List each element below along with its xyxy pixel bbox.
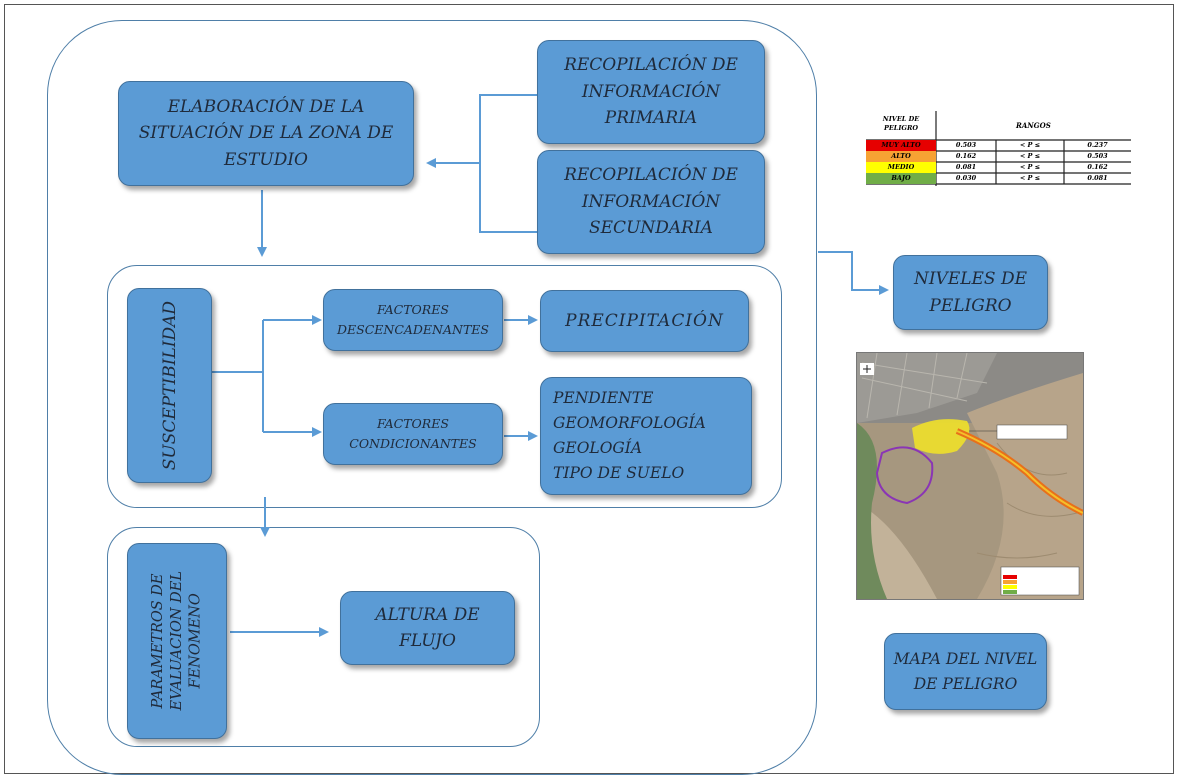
box-informacion-secundaria-label: RECOPILACIÓN DE INFORMACIÓN SECUNDARIA bbox=[564, 165, 738, 239]
box-factores-list: PENDIENTE GEOMORFOLOGÍA GEOLOGÍA TIPO DE… bbox=[540, 377, 752, 495]
legend-level-cell: MEDIO bbox=[866, 162, 936, 173]
parameters-group-outline bbox=[107, 527, 540, 747]
bracket-info bbox=[479, 94, 537, 233]
page-frame bbox=[4, 4, 1174, 774]
box-altura-flujo: ALTURA DE FLUJO bbox=[340, 591, 515, 665]
legend-high-cell: 0.081 bbox=[1087, 174, 1108, 182]
legend-level-cell: ALTO bbox=[866, 151, 936, 162]
box-parametros: PARAMETROS DE EVALUACION DEL FENOMENO bbox=[127, 543, 227, 739]
legend-low-cell: 0.030 bbox=[955, 174, 977, 182]
box-precipitacion: PRECIPITACIÓN bbox=[540, 290, 749, 352]
box-elaboracion-label: ELABORACIÓN DE LA SITUACIÓN DE LA ZONA D… bbox=[138, 96, 394, 170]
box-niveles-peligro-label: NIVELES DE PELIGRO bbox=[913, 269, 1028, 316]
box-mapa-nivel-peligro: MAPA DEL NIVEL DE PELIGRO bbox=[884, 633, 1047, 710]
legend-low-cell: 0.081 bbox=[955, 163, 977, 171]
legend-low-cell: 0.503 bbox=[955, 141, 977, 149]
legend-operator-cell: < P ≤ bbox=[1019, 152, 1041, 160]
box-factores-list-label: PENDIENTE GEOMORFOLOGÍA GEOLOGÍA TIPO DE… bbox=[553, 389, 706, 482]
susceptibility-group-outline bbox=[107, 265, 782, 508]
box-elaboracion: ELABORACIÓN DE LA SITUACIÓN DE LA ZONA D… bbox=[118, 81, 414, 186]
hazard-map-image bbox=[856, 352, 1084, 600]
hazard-legend-table: NIVEL DE PELIGRO RANGOS MUY ALTO 0.503 < P… bbox=[866, 111, 1176, 186]
box-altura-flujo-label: ALTURA DE FLUJO bbox=[375, 604, 480, 651]
legend-row: BAJO 0.030 < P ≤ 0.081 bbox=[866, 173, 1131, 184]
legend-operator-cell: < P ≤ bbox=[1019, 163, 1041, 171]
legend-high-cell: 0.237 bbox=[1087, 141, 1108, 149]
box-factores-condicionantes: FACTORES CONDICIONANTES bbox=[323, 403, 503, 465]
box-informacion-secundaria: RECOPILACIÓN DE INFORMACIÓN SECUNDARIA bbox=[537, 150, 765, 254]
hazard-map-drawing bbox=[857, 353, 1083, 599]
legend-operator-cell: < P ≤ bbox=[1019, 141, 1041, 149]
box-susceptibilidad: SUSCEPTIBILIDAD bbox=[127, 288, 212, 483]
box-precipitacion-label: PRECIPITACIÓN bbox=[565, 311, 724, 331]
legend-low-cell: 0.162 bbox=[955, 152, 977, 160]
box-niveles-peligro: NIVELES DE PELIGRO bbox=[893, 255, 1048, 330]
box-mapa-nivel-peligro-label: MAPA DEL NIVEL DE PELIGRO bbox=[893, 650, 1038, 693]
box-informacion-primaria-label: RECOPILACIÓN DE INFORMACIÓN PRIMARIA bbox=[564, 55, 738, 129]
box-informacion-primaria: RECOPILACIÓN DE INFORMACIÓN PRIMARIA bbox=[537, 40, 765, 144]
box-parametros-label: PARAMETROS DE EVALUACION DEL FENOMENO bbox=[149, 571, 204, 711]
legend-level-cell: MUY ALTO bbox=[866, 140, 936, 151]
legend-high-cell: 0.162 bbox=[1087, 163, 1108, 171]
box-susceptibilidad-label: SUSCEPTIBILIDAD bbox=[159, 300, 180, 471]
legend-row: MUY ALTO 0.503 < P ≤ 0.237 bbox=[866, 140, 1131, 151]
legend-level-cell: BAJO bbox=[866, 173, 936, 184]
legend-header-ranges: RANGOS bbox=[1016, 121, 1051, 130]
legend-row: ALTO 0.162 < P ≤ 0.503 bbox=[866, 151, 1131, 162]
main-process-outline bbox=[47, 20, 817, 775]
box-factores-desencadenantes-label: FACTORES DESCENCADENANTES bbox=[336, 302, 489, 337]
box-factores-condicionantes-label: FACTORES CONDICIONANTES bbox=[349, 416, 477, 451]
legend-operator-cell: < P ≤ bbox=[1019, 174, 1041, 182]
arrow-to-niveles bbox=[818, 251, 889, 295]
legend-row: MEDIO 0.081 < P ≤ 0.162 bbox=[866, 162, 1131, 173]
legend-high-cell: 0.503 bbox=[1087, 152, 1108, 160]
legend-header-level: NIVEL DE PELIGRO bbox=[882, 115, 920, 133]
box-factores-desencadenantes: FACTORES DESCENCADENANTES bbox=[323, 289, 503, 351]
